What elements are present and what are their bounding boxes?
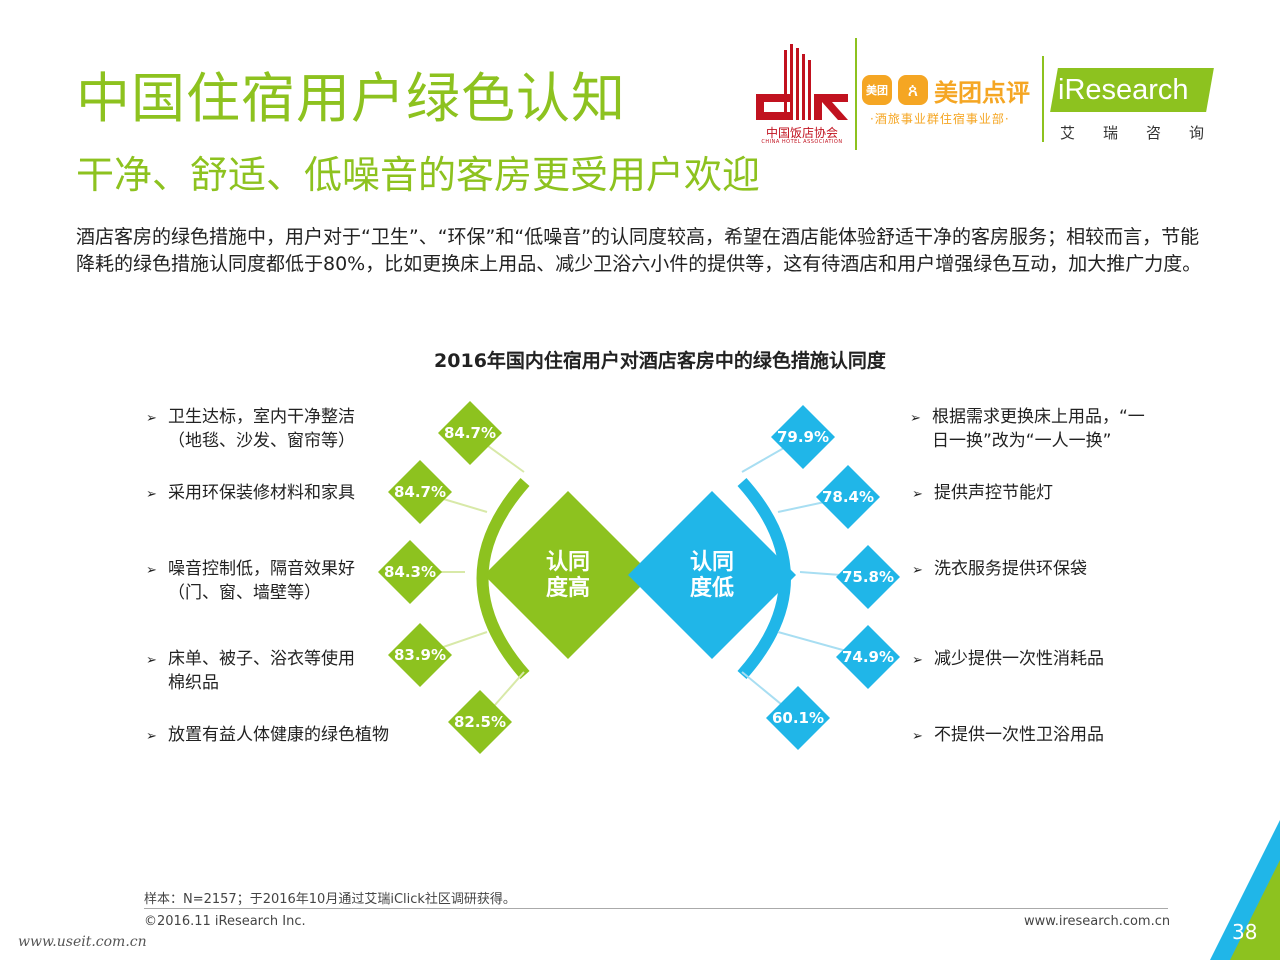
low-value-label: 60.1%	[772, 709, 824, 727]
high-value-diamond	[438, 401, 502, 465]
low-value-diamond	[816, 465, 880, 529]
high-value-label: 82.5%	[454, 713, 506, 731]
low-value-label: 78.4%	[822, 488, 874, 506]
high-item-label: ➢ 放置有益人体健康的绿色植物	[146, 724, 389, 748]
china-hotel-association-logo	[756, 44, 848, 120]
site-url: www.iresearch.com.cn	[1024, 914, 1171, 929]
dianping-person-icon: ጰ	[898, 75, 928, 105]
item-label-text: 卫生达标，室内干净整洁	[168, 407, 355, 427]
meituan-subtitle: ·酒旅事业群住宿事业部·	[870, 112, 1010, 126]
arrow-bullet-icon: ➢	[912, 563, 923, 578]
iresearch-logo-text: iResearch	[1058, 74, 1189, 106]
logo-divider	[855, 38, 857, 150]
center-label-high: 认同	[546, 550, 590, 575]
arrow-bullet-icon: ➢	[146, 729, 157, 744]
sample-note: 样本：N=2157；于2016年10月通过艾瑞iClick社区调研获得。	[144, 892, 516, 907]
low-value-diamond	[771, 405, 835, 469]
item-label-text: 根据需求更换床上用品，“一	[932, 407, 1145, 427]
item-label-text: 放置有益人体健康的绿色植物	[168, 725, 389, 745]
high-value-diamond	[388, 623, 452, 687]
arrow-bullet-icon: ➢	[146, 487, 157, 502]
intro-paragraph: 酒店客房的绿色措施中，用户对于“卫生”、“环保”和“低噪音”的认同度较高，希望在…	[76, 226, 1202, 275]
item-label-text: 不提供一次性卫浴用品	[934, 725, 1104, 745]
item-label-line: ➢ 放置有益人体健康的绿色植物	[146, 724, 389, 748]
item-label-line: ➢ 洗衣服务提供环保袋	[912, 558, 1087, 582]
low-value-diamond	[836, 545, 900, 609]
item-label-line: 棉织品	[168, 673, 219, 693]
cha-name-en: CHINA HOTEL ASSOCIATION	[761, 139, 843, 145]
arrow-bullet-icon: ➢	[146, 563, 157, 578]
high-group-arc	[476, 478, 530, 679]
low-value-diamond	[836, 625, 900, 689]
high-value-diamond	[448, 690, 512, 754]
high-value-diamond	[388, 460, 452, 524]
high-value-label: 84.3%	[384, 563, 436, 581]
footer-divider	[144, 908, 1168, 909]
meituan-icon: 美团	[862, 75, 892, 105]
item-label-line: ➢ 不提供一次性卫浴用品	[912, 724, 1104, 748]
arrow-bullet-icon: ➢	[146, 411, 157, 426]
high-value-label: 84.7%	[394, 483, 446, 501]
meituan-logo: 美团 ጰ 美团点评	[862, 72, 1030, 108]
high-item-label: ➢ 噪音控制低，隔音效果好 （门、窗、墙壁等）	[146, 558, 355, 604]
high-value-diamond	[378, 540, 442, 604]
low-item-label: ➢ 根据需求更换床上用品，“一日一换”改为“一人一换”	[910, 406, 1145, 452]
page-number: 38	[1232, 920, 1258, 944]
item-label-line: （门、窗、墙壁等）	[168, 583, 321, 603]
low-value-label: 74.9%	[842, 648, 894, 666]
item-label-line: ➢ 提供声控节能灯	[912, 482, 1053, 506]
arrow-bullet-icon: ➢	[146, 653, 157, 668]
low-item-label: ➢ 不提供一次性卫浴用品	[912, 724, 1104, 748]
arrow-bullet-icon: ➢	[912, 729, 923, 744]
page-subtitle: 干净、舒适、低噪音的客房更受用户欢迎	[76, 153, 761, 197]
high-item-label: ➢ 采用环保装修材料和家具	[146, 482, 355, 506]
item-label-text: 采用环保装修材料和家具	[168, 483, 355, 503]
center-diamond-high	[484, 491, 652, 659]
item-label-text: 提供声控节能灯	[934, 483, 1053, 503]
item-label-text: 减少提供一次性消耗品	[934, 649, 1104, 669]
item-label-line: ➢ 根据需求更换床上用品，“一	[910, 406, 1145, 430]
watermark: www.useit.com.cn	[18, 934, 147, 950]
item-label-line: （地毯、沙发、窗帘等）	[168, 431, 355, 451]
high-item-label: ➢ 床单、被子、浴衣等使用棉织品	[146, 648, 355, 694]
item-label-line: ➢ 噪音控制低，隔音效果好	[146, 558, 355, 582]
arrow-bullet-icon: ➢	[912, 487, 923, 502]
copyright: ©2016.11 iResearch Inc.	[144, 914, 306, 929]
high-value-label: 83.9%	[394, 646, 446, 664]
page-title: 中国住宿用户绿色认知	[76, 67, 626, 130]
low-value-diamond	[766, 686, 830, 750]
item-label-text: 噪音控制低，隔音效果好	[168, 559, 355, 579]
item-label-line: ➢ 床单、被子、浴衣等使用	[146, 648, 355, 672]
center-label-low: 认同	[690, 550, 734, 575]
chart-title: 2016年国内住宿用户对酒店客房中的绿色措施认同度	[434, 350, 886, 372]
corner-decoration	[1210, 820, 1280, 960]
item-label-line: 日一换”改为“一人一换”	[932, 431, 1112, 451]
center-diamond-low	[628, 491, 796, 659]
cha-name-cn: 中国饭店协会	[765, 126, 838, 140]
item-label-text: 洗衣服务提供环保袋	[934, 559, 1087, 579]
arrow-bullet-icon: ➢	[910, 411, 921, 426]
low-item-label: ➢ 洗衣服务提供环保袋	[912, 558, 1087, 582]
item-label-line: ➢ 减少提供一次性消耗品	[912, 648, 1104, 672]
meituan-name: 美团点评	[934, 78, 1030, 107]
low-item-label: ➢ 减少提供一次性消耗品	[912, 648, 1104, 672]
center-label-low: 度低	[690, 575, 734, 601]
arrow-bullet-icon: ➢	[912, 653, 923, 668]
item-label-text: 床单、被子、浴衣等使用	[168, 649, 355, 669]
low-value-label: 79.9%	[777, 428, 829, 446]
low-value-label: 75.8%	[842, 568, 894, 586]
chart-canvas: 认同度高认同度低84.7%84.7%84.3%83.9%82.5%79.9%78…	[378, 401, 900, 754]
item-label-line: ➢ 卫生达标，室内干净整洁	[146, 406, 355, 430]
high-item-label: ➢ 卫生达标，室内干净整洁 （地毯、沙发、窗帘等）	[146, 406, 355, 452]
item-label-line: ➢ 采用环保装修材料和家具	[146, 482, 355, 506]
low-item-label: ➢ 提供声控节能灯	[912, 482, 1053, 506]
center-label-high: 度高	[546, 575, 590, 601]
high-value-label: 84.7%	[444, 424, 496, 442]
logo-divider-2	[1042, 56, 1044, 142]
iresearch-name-cn: 艾瑞咨询	[1060, 124, 1233, 142]
